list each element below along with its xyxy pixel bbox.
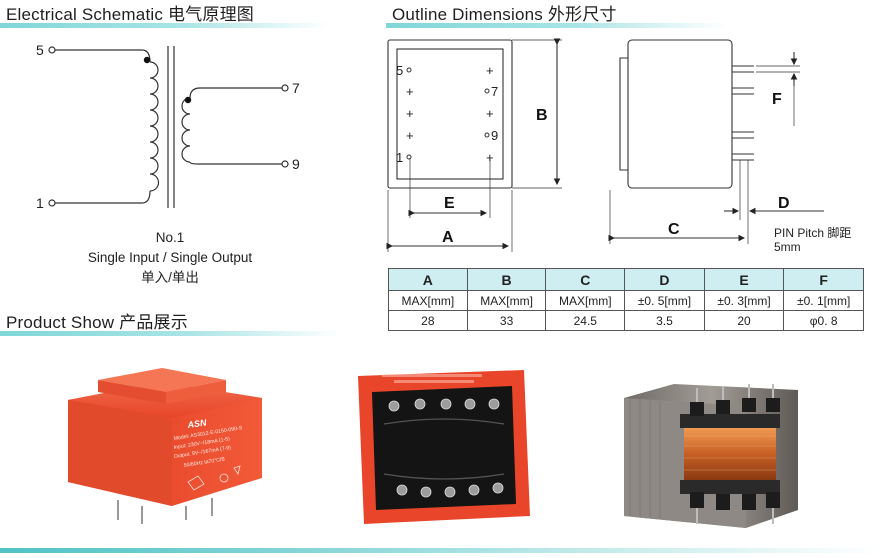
dimension-table: A B C D E F MAX[mm] MAX[mm] MAX[mm] ±0. … — [388, 268, 864, 331]
pin-label-5: 5 — [36, 42, 44, 58]
front-pin-label-7: 7 — [491, 84, 498, 99]
table-cell: 3.5 — [624, 310, 705, 331]
schematic-caption: No.1 Single Input / Single Output 单入/单出 — [30, 228, 310, 288]
schematic-caption-chinese: 单入/单出 — [141, 270, 199, 285]
front-pin-label-5: 5 — [396, 63, 403, 78]
svg-text:+: + — [486, 150, 494, 165]
pin-label-7: 7 — [292, 80, 300, 96]
dimension-table-header-row: A B C D E F — [388, 268, 864, 291]
dim-label-a: A — [442, 229, 454, 246]
front-pin-label-1: 1 — [396, 150, 403, 165]
table-header-c: C — [545, 268, 626, 291]
schematic-caption-type: Single Input / Single Output — [87, 250, 253, 265]
polarity-dot-secondary — [184, 96, 192, 104]
table-cell: MAX[mm] — [388, 290, 468, 311]
dim-label-d: D — [778, 195, 790, 212]
table-header-e: E — [703, 268, 785, 291]
table-header-d: D — [624, 268, 705, 291]
table-cell: 33 — [466, 310, 547, 331]
dim-label-c: C — [668, 221, 680, 238]
table-cell: φ0. 8 — [783, 310, 864, 331]
table-cell: ±0. 1[mm] — [783, 290, 864, 311]
outline-dimensions-drawing: 5 + + 7 + + + 9 1 + B E A F D C PIN Pitc… — [386, 38, 851, 254]
pin-label-1: 1 — [36, 195, 44, 211]
pin-pitch-label: PIN Pitch 脚距 — [774, 225, 851, 240]
footer-divider — [0, 548, 882, 553]
product-show-title: Product Show 产品展示 — [0, 310, 340, 336]
product-photo-encapsulated: ASN Model: AS3012-E-0150-090-S Input: 23… — [62, 360, 270, 526]
table-header-b: B — [466, 268, 547, 291]
product-brand-logo: ASN — [186, 417, 208, 430]
table-header-f: F — [783, 268, 864, 291]
svg-text:+: + — [406, 84, 414, 99]
svg-text:+: + — [486, 63, 494, 78]
dim-label-f: F — [772, 91, 782, 108]
product-photo-bare-core — [620, 380, 816, 532]
electrical-schematic-title: Electrical Schematic 电气原理图 — [0, 2, 330, 28]
title-underline — [0, 331, 340, 336]
title-underline — [0, 23, 330, 28]
title-underline — [386, 23, 726, 28]
table-cell: MAX[mm] — [545, 290, 626, 311]
front-pin-label-9: 9 — [491, 128, 498, 143]
pin-pitch-value: 5mm — [774, 240, 801, 254]
pin-label-9: 9 — [292, 156, 300, 172]
dimension-table-unit-row: MAX[mm] MAX[mm] MAX[mm] ±0. 5[mm] ±0. 3[… — [388, 290, 864, 311]
table-cell: 20 — [703, 310, 785, 331]
table-cell: 24.5 — [545, 310, 626, 331]
table-cell: ±0. 3[mm] — [703, 290, 785, 311]
outline-dimensions-title: Outline Dimensions 外形尺寸 — [386, 2, 726, 28]
dim-label-e: E — [444, 195, 455, 212]
electrical-schematic-diagram: 5 1 7 9 — [36, 42, 300, 211]
svg-text:+: + — [406, 106, 414, 121]
table-cell: 28 — [388, 310, 468, 331]
schematic-caption-number: No.1 — [155, 230, 185, 245]
polarity-dot-primary — [143, 56, 151, 64]
table-header-a: A — [388, 268, 468, 291]
dimension-table-value-row: 28 33 24.5 3.5 20 φ0. 8 — [388, 310, 864, 331]
svg-text:+: + — [406, 128, 414, 143]
dim-label-b: B — [536, 107, 548, 124]
product-photo-open-frame — [354, 366, 532, 526]
table-cell: ±0. 5[mm] — [624, 290, 705, 311]
table-cell: MAX[mm] — [466, 290, 547, 311]
svg-text:+: + — [486, 106, 494, 121]
